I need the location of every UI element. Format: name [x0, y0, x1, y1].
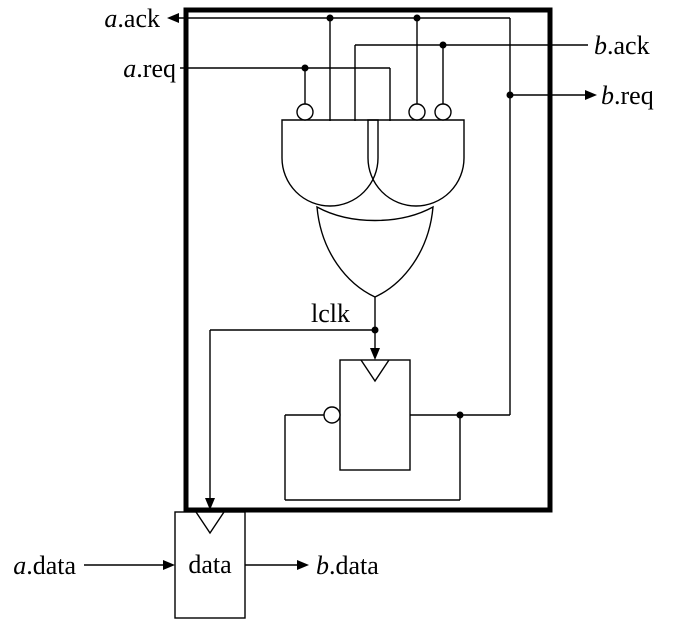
junction-dot [326, 14, 334, 22]
arrowhead-b-req-out-icon [585, 90, 597, 100]
and-gate-right [367, 119, 465, 207]
latch-rect [339, 359, 411, 471]
label-b-ack: b.ack [594, 31, 650, 60]
label-b-req-rest: .req [614, 81, 654, 110]
data-register-clock-input-marker [195, 511, 225, 535]
junction-dot [371, 326, 379, 334]
inversion-bubble-back-right-gate [434, 103, 452, 121]
junction-dot [301, 64, 309, 72]
label-a-req-rest: .req [136, 54, 176, 83]
label-lclk: lclk [311, 299, 350, 328]
label-b-data-var: b [316, 551, 329, 580]
label-a-data-var: a [13, 551, 26, 580]
arrowhead-register-clock-icon [205, 498, 215, 510]
module-boundary-box [183, 7, 553, 513]
label-b-data: b.data [316, 551, 379, 580]
label-a-ack: a.ack [104, 4, 160, 33]
arrowhead-latch-clock-icon [370, 348, 380, 360]
label-data-register: data [188, 550, 232, 579]
junction-dots [301, 14, 514, 419]
label-a-req-var: a [123, 54, 136, 83]
junction-dot [439, 41, 447, 49]
label-b-req-var: b [601, 81, 614, 110]
latch-clock-input-marker [360, 359, 390, 383]
junction-dot [413, 14, 421, 22]
label-a-data: a.data [13, 551, 76, 580]
arrowhead-b-data-out-icon [297, 560, 309, 570]
junction-dot [456, 411, 464, 419]
or-gate [316, 205, 434, 298]
inversion-bubble-latch-input [323, 406, 341, 424]
label-a-data-rest: .data [26, 551, 76, 580]
and-gate-left [281, 119, 379, 207]
junction-dot [506, 91, 514, 99]
label-b-req: b.req [601, 81, 654, 110]
inversion-bubble-areq-left-gate [296, 103, 314, 121]
label-b-ack-var: b [594, 31, 607, 60]
label-a-ack-rest: .ack [117, 4, 160, 33]
label-a-ack-var: a [104, 4, 117, 33]
arrowhead-a-data-in-icon [163, 560, 175, 570]
inversion-bubble-aack-right-gate [408, 103, 426, 121]
label-b-data-rest: .data [329, 551, 379, 580]
label-b-ack-rest: .ack [607, 31, 650, 60]
label-a-req: a.req [123, 54, 176, 83]
data-register-rect [174, 511, 246, 619]
wire-layer [84, 17, 588, 566]
arrowhead-a-ack-out-icon [167, 13, 179, 23]
